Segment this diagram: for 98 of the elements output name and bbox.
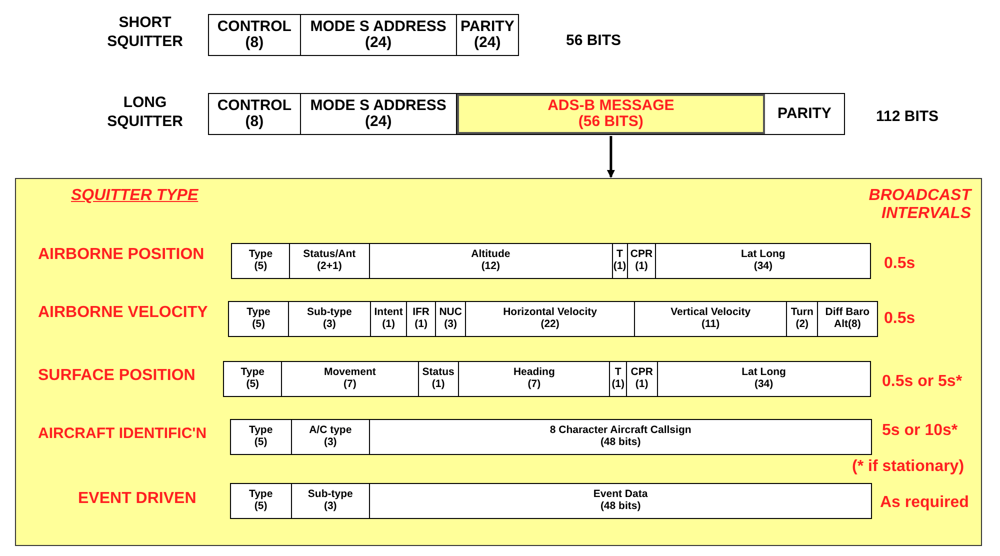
bit-count: (7) [528, 379, 541, 391]
note-label: (* if stationary) [852, 457, 966, 477]
field-name: PARITY [460, 18, 514, 35]
field-name: CPR [630, 367, 653, 379]
field-name: Status [422, 367, 454, 379]
field-name: CPR [630, 249, 653, 261]
row-label: EVENT DRIVEN [78, 489, 198, 509]
bit-count: (3) [323, 319, 336, 331]
row-label: AIRBORNE POSITION [38, 245, 206, 265]
field-name: Event Data [593, 489, 648, 501]
field-name: PARITY [778, 106, 832, 122]
squitter-panel [15, 178, 982, 546]
field-name: Lat Long [742, 367, 786, 379]
message-field [456, 94, 765, 134]
bit-count: (24) [365, 114, 392, 130]
field-name: Horizontal Velocity [503, 307, 598, 319]
field-name: CONTROL [217, 98, 292, 114]
field-name: NUC [439, 307, 462, 319]
message-bar [230, 419, 872, 455]
field-name: MODE S ADDRESS [310, 98, 446, 114]
bit-count: (8) [245, 35, 264, 52]
section-heading: SQUITTER TYPE [71, 187, 200, 205]
message-field [610, 362, 628, 396]
bit-count: (3) [444, 319, 458, 331]
field-name: Sub-type [308, 489, 353, 501]
message-bar [208, 93, 845, 135]
bit-count: (34) [754, 379, 774, 391]
bit-count: (12) [481, 261, 500, 273]
bit-count: (8) [245, 114, 264, 130]
message-bar [223, 361, 871, 397]
bit-count: (1) [432, 379, 445, 391]
bit-count: (1) [382, 319, 395, 331]
row-label: SHORT SQUITTER [106, 14, 184, 52]
message-bar [230, 483, 872, 519]
bit-count: (1) [612, 379, 625, 391]
field-name: Status/Ant [303, 249, 356, 261]
field-name: T [616, 249, 623, 261]
field-name: Type [248, 249, 273, 261]
message-field [612, 244, 628, 278]
message-field [628, 244, 656, 278]
bit-count: (1) [414, 319, 428, 331]
field-name: CONTROL [217, 18, 292, 35]
message-bar [208, 14, 519, 56]
bit-count: (2+1) [317, 261, 342, 273]
bit-count: (5) [254, 501, 268, 513]
bit-count: (1) [613, 261, 626, 273]
field-name: Type [240, 367, 264, 379]
bit-length-label: 112 BITS [876, 108, 940, 127]
bit-count: (2) [796, 319, 809, 331]
field-name: Sub-type [306, 307, 352, 319]
field-name: Type [246, 307, 270, 319]
field-name: MODE S ADDRESS [310, 18, 446, 35]
bit-count: (3) [324, 437, 337, 449]
field-name: A/C type [309, 425, 352, 437]
interval-label: 5s or 10s* [882, 421, 959, 441]
field-name: IFR [412, 307, 430, 319]
column-heading: BROADCAST INTERVALS [868, 187, 971, 223]
row-label: AIRCRAFT IDENTIFIC'N [38, 425, 208, 444]
bit-count: (48 bits) [600, 437, 641, 449]
bit-count: (22) [540, 319, 560, 331]
field-name: Diff Baro Alt(8) [824, 307, 871, 331]
bit-count: (48 bits) [600, 501, 641, 513]
field-name: Movement [324, 367, 376, 379]
message-bar [231, 243, 871, 279]
bit-count: (24) [364, 35, 392, 52]
row-label: SURFACE POSITION [38, 366, 196, 386]
field-name: Lat Long [741, 249, 786, 261]
field-name: T [614, 367, 622, 379]
bit-count: (5) [252, 319, 265, 331]
bit-count: (11) [702, 319, 720, 331]
interval-label: 0.5s [884, 309, 916, 329]
field-name: Heading [513, 367, 555, 379]
field-name: Type [248, 425, 273, 437]
row-label: LONG SQUITTER [106, 94, 184, 132]
field-name: Intent [374, 307, 403, 319]
bit-count: (34) [754, 261, 773, 273]
interval-label: As required [880, 493, 970, 513]
field-name: Type [248, 489, 273, 501]
bit-count: (5) [254, 261, 268, 273]
bit-count: (7) [344, 379, 356, 391]
bit-count: (1) [635, 379, 648, 391]
interval-label: 0.5s [884, 254, 916, 274]
message-bar [228, 301, 878, 337]
field-name: Altitude [471, 249, 510, 261]
field-name: Turn [790, 307, 814, 319]
bit-count: (5) [246, 379, 260, 391]
arrow [606, 136, 615, 178]
bit-length-label: 56 BITS [566, 32, 622, 51]
row-label: AIRBORNE VELOCITY [38, 303, 209, 323]
bit-count: (24) [474, 35, 501, 52]
field-name: Vertical Velocity [670, 307, 751, 319]
bit-count: (5) [254, 437, 268, 449]
field-name: 8 Character Aircraft Callsign [550, 425, 692, 437]
field-name: ADS-B MESSAGE [548, 98, 674, 114]
bit-count: (1) [635, 261, 648, 273]
bit-count: (56 BITS) [578, 114, 644, 130]
bit-count: (3) [324, 501, 337, 513]
interval-label: 0.5s or 5s* [882, 372, 964, 392]
